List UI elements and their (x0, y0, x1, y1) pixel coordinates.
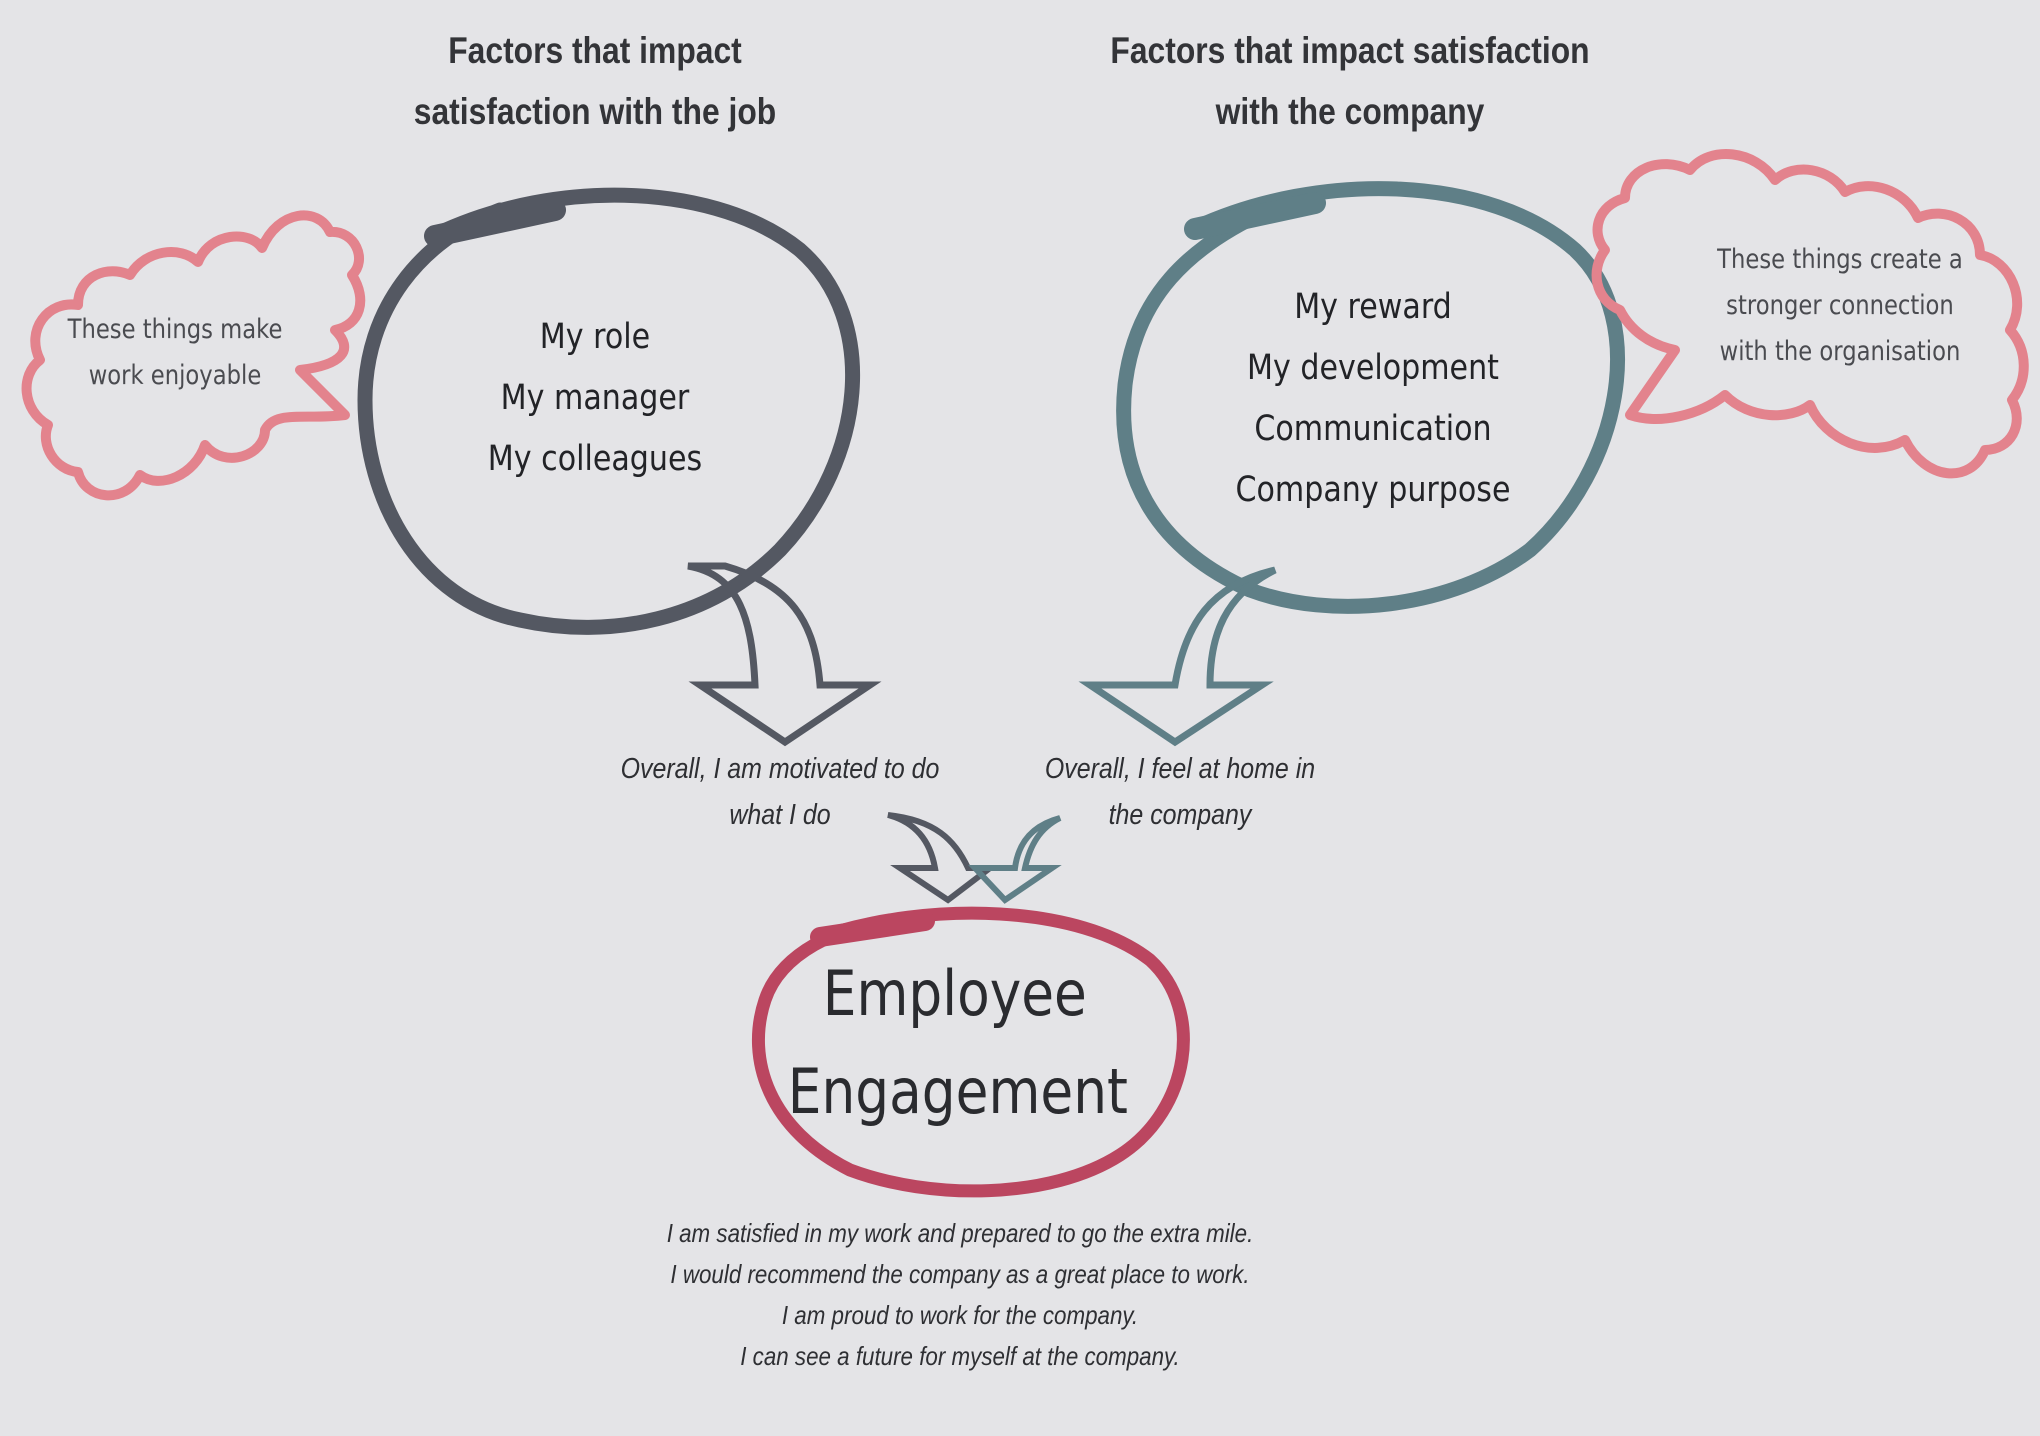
company-ring (1116, 181, 1625, 614)
job-outcome-line: Overall, I am motivated to do (620, 753, 940, 785)
company-outcome-line: Overall, I feel at home in (1044, 753, 1316, 785)
small-company-arrow (968, 815, 1062, 904)
engagement-title: Employee Engagement (788, 945, 1132, 1141)
job-outcome-line: what I do (729, 799, 831, 831)
engagement-title-line: Engagement (787, 1055, 1128, 1128)
job-outcome: Overall, I am motivated to do what I do (608, 746, 952, 838)
company-factor-item: My reward (1294, 287, 1452, 327)
right-cloud-text: These things create a stronger connectio… (1706, 237, 1975, 375)
right-cloud (1591, 149, 2029, 479)
job-heading: Factors that impact satisfaction with th… (380, 20, 810, 142)
company-factor-item: Communication (1254, 409, 1492, 449)
right-cloud-line: stronger connection (1726, 290, 1954, 321)
job-factor-item: My colleagues (487, 439, 703, 479)
company-arrow (1078, 566, 1277, 747)
right-cloud-line: These things create a (1717, 244, 1963, 275)
company-heading-line: with the company (1215, 91, 1485, 132)
company-outcome: Overall, I feel at home in the company (1025, 746, 1335, 838)
engagement-statement: I am proud to work for the company. (781, 1300, 1139, 1330)
right-cloud-line: with the organisation (1719, 336, 1961, 367)
engagement-statements: I am satisfied in my work and prepared t… (616, 1213, 1304, 1377)
left-cloud (21, 210, 366, 501)
engagement-ring (752, 906, 1190, 1198)
job-arrow (687, 562, 882, 747)
company-factor-item: Company purpose (1235, 470, 1511, 510)
engagement-statement: I would recommend the company as a great… (670, 1259, 1250, 1289)
left-cloud-line: work enjoyable (88, 360, 262, 391)
left-cloud-text: These things make work enjoyable (57, 307, 292, 399)
left-cloud-line: These things make (67, 314, 283, 345)
job-factor-list: My role My manager My colleagues (423, 307, 767, 490)
company-heading-line: Factors that impact satisfaction (1110, 30, 1590, 71)
company-heading: Factors that impact satisfaction with th… (1101, 20, 1600, 142)
company-factor-item: My development (1247, 348, 1499, 388)
job-heading-line: satisfaction with the job (413, 91, 777, 132)
job-ring (357, 187, 861, 635)
company-factor-list: My reward My development Communication C… (1201, 277, 1545, 521)
job-factor-item: My role (539, 317, 651, 357)
engagement-statement: I am satisfied in my work and prepared t… (666, 1218, 1254, 1248)
company-outcome-line: the company (1108, 799, 1252, 831)
job-factor-item: My manager (500, 378, 690, 418)
engagement-statement: I can see a future for myself at the com… (740, 1341, 1180, 1371)
engagement-title-line: Employee (822, 957, 1087, 1030)
job-heading-line: Factors that impact (448, 30, 742, 71)
